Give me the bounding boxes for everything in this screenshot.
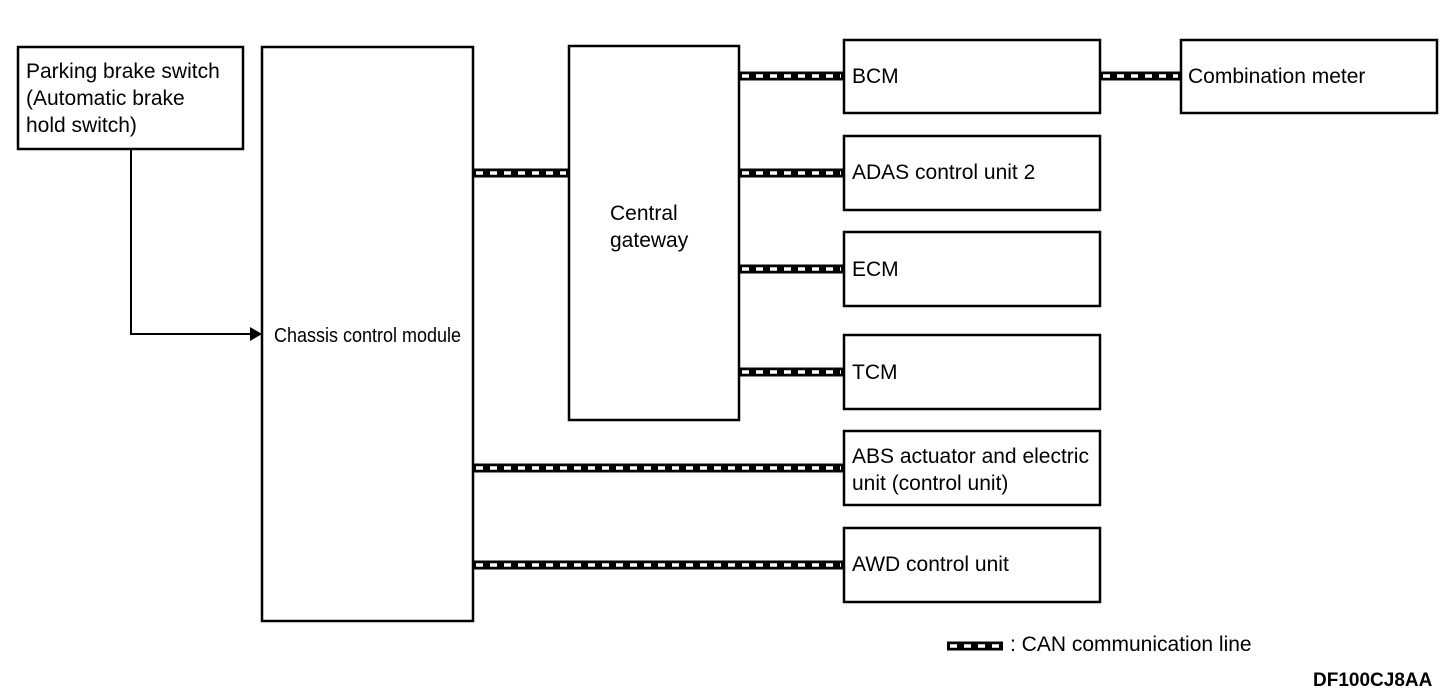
ecm-node: ECM	[842, 230, 1102, 308]
figure-code: DF100CJ8AA	[1313, 670, 1433, 691]
parking-brake-switch-node: Parking brake switch (Automatic brake ho…	[16, 45, 245, 151]
adas-control-unit-2-label: ADAS control unit 2	[852, 161, 1035, 184]
arrow-head-icon	[250, 327, 262, 341]
tcm-label: TCM	[852, 361, 898, 384]
combination-meter-node: Combination meter	[1179, 38, 1439, 115]
combination-meter-label: Combination meter	[1188, 65, 1365, 88]
parking-brake-switch-box	[16, 45, 245, 151]
central-gateway-box	[567, 44, 741, 422]
tcm-node: TCM	[842, 333, 1102, 411]
parking-brake-switch-label-line1: Parking brake switch	[26, 60, 220, 83]
ecm-box	[842, 230, 1102, 308]
signal-connector	[130, 150, 262, 341]
chassis-control-module-node: Chassis control module	[260, 45, 475, 623]
central-gateway-node: Central gateway	[567, 44, 741, 422]
chassis-control-module-box	[260, 45, 475, 623]
legend-can-label: : CAN communication line	[1010, 633, 1252, 656]
bcm-label: BCM	[852, 65, 899, 88]
combination-meter-box	[1179, 38, 1439, 115]
awd-control-unit-box	[842, 526, 1102, 604]
abs-actuator-node: ABS actuator and electric unit (control …	[842, 429, 1102, 507]
awd-control-unit-label: AWD control unit	[852, 553, 1009, 576]
awd-control-unit-node: AWD control unit	[842, 526, 1102, 604]
central-gateway-label-line1: Central	[610, 202, 678, 225]
abs-actuator-label-line2: unit (control unit)	[852, 472, 1008, 495]
parking-brake-switch-label-line2: (Automatic brake	[26, 87, 185, 110]
ecm-label: ECM	[852, 258, 899, 281]
legend: : CAN communication line	[947, 633, 1252, 656]
central-gateway-label-line2: gateway	[610, 229, 689, 252]
chassis-control-module-label: Chassis control module	[274, 325, 461, 347]
signal-line	[130, 150, 250, 335]
abs-actuator-label-line1: ABS actuator and electric	[852, 445, 1089, 468]
parking-brake-switch-label-line3: hold switch)	[26, 114, 137, 137]
can-lines-group	[473, 71, 1181, 570]
adas-control-unit-2-node: ADAS control unit 2	[842, 134, 1102, 212]
bcm-node: BCM	[842, 38, 1102, 115]
